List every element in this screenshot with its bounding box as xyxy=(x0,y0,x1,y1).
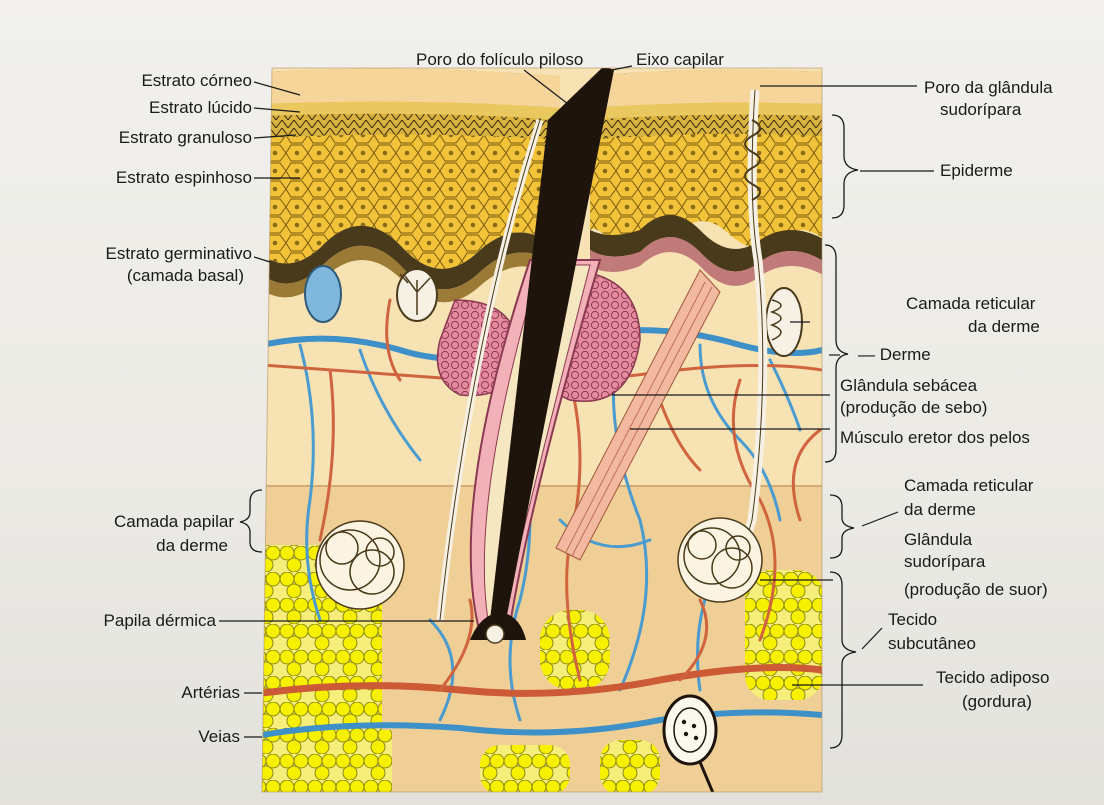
label-camada-reticular-1-derme: da derme xyxy=(968,317,1040,337)
label-camada-reticular-2: Camada reticular xyxy=(904,476,1033,496)
label-subcutaneo: subcutâneo xyxy=(888,634,976,654)
label-estrato-granuloso: Estrato granuloso xyxy=(119,128,252,148)
label-tecido-adiposo: Tecido adiposo xyxy=(936,668,1049,688)
label-estrato-germinativo: Estrato germinativo xyxy=(106,244,252,264)
label-musculo-eretor: Músculo eretor dos pelos xyxy=(840,428,1030,448)
label-glandula-sebacea: Glândula sebácea xyxy=(840,376,977,396)
label-estrato-corneo: Estrato córneo xyxy=(141,71,252,91)
label-poro-foliculo: Poro do folículo piloso xyxy=(416,50,583,70)
label-poro-glandula: Poro da glândula xyxy=(924,78,1053,98)
label-sudoripara: sudorípara xyxy=(904,552,985,572)
label-estrato-espinhoso: Estrato espinhoso xyxy=(116,168,252,188)
label-camada-papilar: Camada papilar xyxy=(114,512,234,532)
label-camada-basal: (camada basal) xyxy=(127,266,244,286)
label-camada-reticular-1: Camada reticular xyxy=(906,294,1035,314)
label-camada-reticular-2-derme: da derme xyxy=(904,500,976,520)
label-eixo-capilar: Eixo capilar xyxy=(636,50,724,70)
label-epiderme: Epiderme xyxy=(940,161,1013,181)
label-derme: — Derme xyxy=(858,345,931,365)
label-tecido: Tecido xyxy=(888,610,937,630)
label-camada-papilar-derme: da derme xyxy=(156,536,228,556)
label-producao-suor: (produção de suor) xyxy=(904,580,1048,600)
label-producao-sebo: (produção de sebo) xyxy=(840,398,987,418)
label-glandula-sudoripara: Glândula xyxy=(904,530,972,550)
label-arterias: Artérias xyxy=(181,683,240,703)
label-papila-dermica: Papila dérmica xyxy=(104,611,216,631)
derme-dash xyxy=(858,345,863,365)
label-veias: Veias xyxy=(198,727,240,747)
label-poro-glandula-sudoripara: sudorípara xyxy=(940,100,1021,120)
label-gordura: (gordura) xyxy=(962,692,1032,712)
label-estrato-lucido: Estrato lúcido xyxy=(149,98,252,118)
